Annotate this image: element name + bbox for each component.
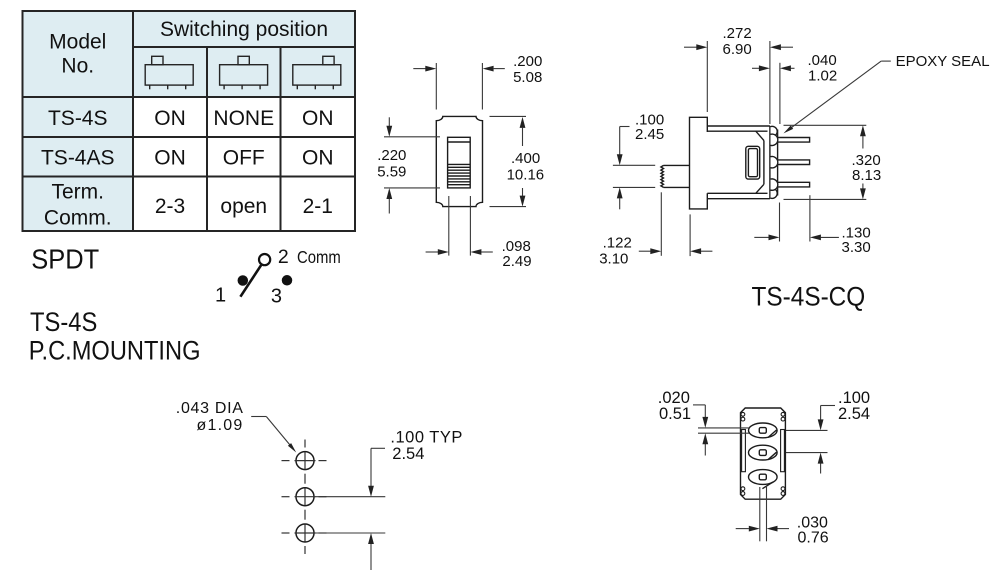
svg-text:5.59: 5.59 bbox=[377, 164, 406, 181]
svg-text:Model: Model bbox=[49, 31, 106, 54]
svg-text:Comm: Comm bbox=[297, 248, 341, 267]
svg-text:OFF: OFF bbox=[223, 147, 265, 170]
svg-text:EPOXY SEAL: EPOXY SEAL bbox=[896, 53, 990, 70]
svg-text:3: 3 bbox=[271, 285, 282, 307]
svg-text:10.16: 10.16 bbox=[507, 166, 545, 183]
svg-text:.030: .030 bbox=[797, 514, 828, 531]
svg-text:2-3: 2-3 bbox=[155, 195, 185, 218]
svg-text:SPDT: SPDT bbox=[31, 243, 99, 274]
svg-text:2-1: 2-1 bbox=[303, 195, 333, 218]
svg-text:2.54: 2.54 bbox=[392, 445, 424, 463]
svg-text:ON: ON bbox=[302, 147, 334, 170]
svg-text:3.10: 3.10 bbox=[599, 250, 628, 267]
svg-text:ON: ON bbox=[154, 107, 186, 130]
svg-text:2.45: 2.45 bbox=[635, 126, 664, 143]
svg-text:TS-4S: TS-4S bbox=[30, 308, 97, 338]
svg-text:6.90: 6.90 bbox=[723, 41, 752, 58]
svg-text:TS-4S: TS-4S bbox=[48, 107, 108, 130]
svg-text:.100: .100 bbox=[635, 112, 664, 129]
svg-text:.100: .100 bbox=[838, 389, 870, 407]
svg-text:5.08: 5.08 bbox=[513, 69, 542, 86]
svg-text:NONE: NONE bbox=[213, 107, 274, 130]
svg-text:8.13: 8.13 bbox=[852, 167, 881, 184]
svg-text:No.: No. bbox=[61, 55, 94, 78]
svg-text:TS-4S-CQ: TS-4S-CQ bbox=[752, 283, 866, 312]
svg-text:.400: .400 bbox=[511, 150, 540, 167]
svg-text:0.76: 0.76 bbox=[798, 530, 829, 547]
svg-text:2.49: 2.49 bbox=[502, 253, 531, 270]
svg-text:ø1.09: ø1.09 bbox=[197, 417, 244, 434]
svg-text:.122: .122 bbox=[603, 235, 632, 252]
svg-text:ON: ON bbox=[302, 107, 334, 130]
svg-text:.100 TYP: .100 TYP bbox=[390, 429, 463, 447]
svg-text:.220: .220 bbox=[377, 147, 406, 164]
svg-text:TS-4AS: TS-4AS bbox=[41, 147, 115, 170]
svg-text:1.02: 1.02 bbox=[808, 68, 837, 85]
svg-text:.040: .040 bbox=[808, 52, 837, 69]
svg-text:ON: ON bbox=[154, 147, 186, 170]
svg-text:Switching position: Switching position bbox=[160, 18, 328, 41]
svg-text:3.30: 3.30 bbox=[842, 239, 871, 256]
svg-text:2.54: 2.54 bbox=[838, 405, 870, 423]
svg-text:.043 DIA: .043 DIA bbox=[176, 400, 244, 417]
svg-text:.020: .020 bbox=[658, 389, 690, 407]
svg-text:.130: .130 bbox=[842, 224, 871, 241]
svg-text:1: 1 bbox=[215, 285, 226, 307]
svg-text:.200: .200 bbox=[513, 53, 542, 70]
svg-text:.098: .098 bbox=[502, 238, 531, 255]
svg-text:.272: .272 bbox=[723, 25, 752, 42]
svg-text:2: 2 bbox=[278, 246, 289, 268]
svg-text:P.C.MOUNTING: P.C.MOUNTING bbox=[29, 336, 201, 366]
svg-text:.320: .320 bbox=[852, 152, 881, 169]
svg-text:Term.: Term. bbox=[52, 181, 105, 204]
svg-text:0.51: 0.51 bbox=[659, 405, 691, 423]
svg-text:open: open bbox=[220, 195, 267, 218]
svg-text:Comm.: Comm. bbox=[44, 207, 112, 230]
